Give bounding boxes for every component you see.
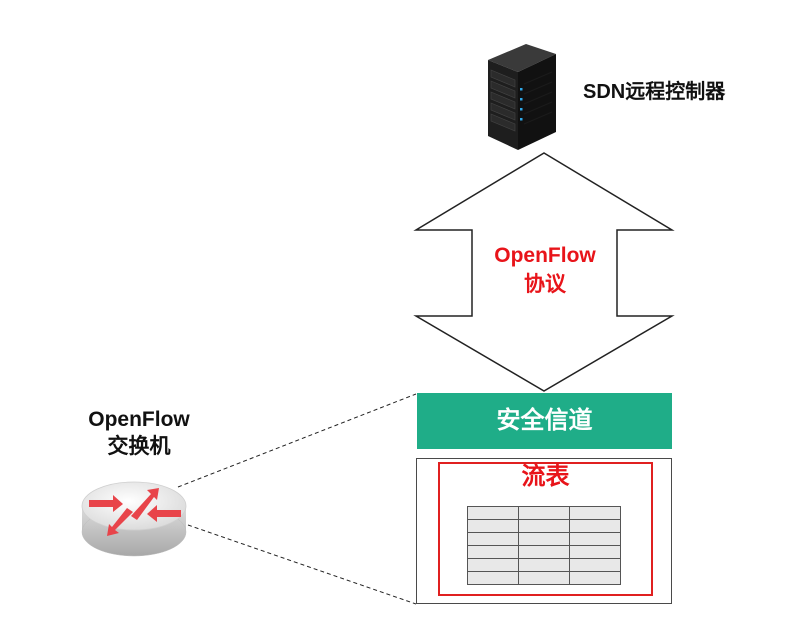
flow-table-cell	[518, 519, 570, 533]
flow-table-frame	[438, 462, 653, 596]
flow-table-cell	[518, 558, 570, 572]
flow-table-row	[467, 571, 621, 585]
secure-channel-label: 安全信道	[496, 406, 593, 434]
flow-table-row	[467, 506, 621, 520]
flow-table-cell	[518, 545, 570, 559]
flow-table-row	[467, 545, 621, 559]
flow-table-cell	[569, 506, 621, 520]
switch-label-line2: 交换机	[107, 435, 171, 459]
server-icon	[488, 44, 556, 150]
flow-table-title: 流表	[521, 463, 570, 490]
flow-table-cell	[569, 558, 621, 572]
flow-table-cell	[467, 519, 519, 533]
flow-table-row	[467, 532, 621, 546]
flow-table-cell	[518, 506, 570, 520]
router-icon	[81, 481, 187, 557]
protocol-label-line1: OpenFlow	[494, 244, 596, 267]
flow-table-row	[467, 558, 621, 572]
protocol-label-line2: 协议	[524, 273, 566, 297]
flow-table-cell	[518, 532, 570, 546]
flow-table-grid	[467, 506, 621, 585]
flow-table-cell	[467, 532, 519, 546]
secure-channel-bar: 安全信道	[417, 393, 672, 449]
flow-table-cell	[569, 571, 621, 585]
switch-label-line1: OpenFlow	[88, 408, 190, 431]
flow-table-cell	[467, 571, 519, 585]
flow-table-cell	[467, 545, 519, 559]
flow-table-container	[416, 458, 672, 604]
flow-table-cell	[569, 519, 621, 533]
flow-table-row	[467, 519, 621, 533]
switch-label: OpenFlow 交换机	[64, 407, 214, 459]
flow-table-cell	[569, 545, 621, 559]
flow-table-cell	[467, 558, 519, 572]
flow-table-cell	[467, 506, 519, 520]
flow-table-cell	[518, 571, 570, 585]
protocol-label: OpenFlow 协议	[475, 243, 615, 297]
flow-table-cell	[569, 532, 621, 546]
controller-label: SDN远程控制器	[583, 81, 726, 103]
